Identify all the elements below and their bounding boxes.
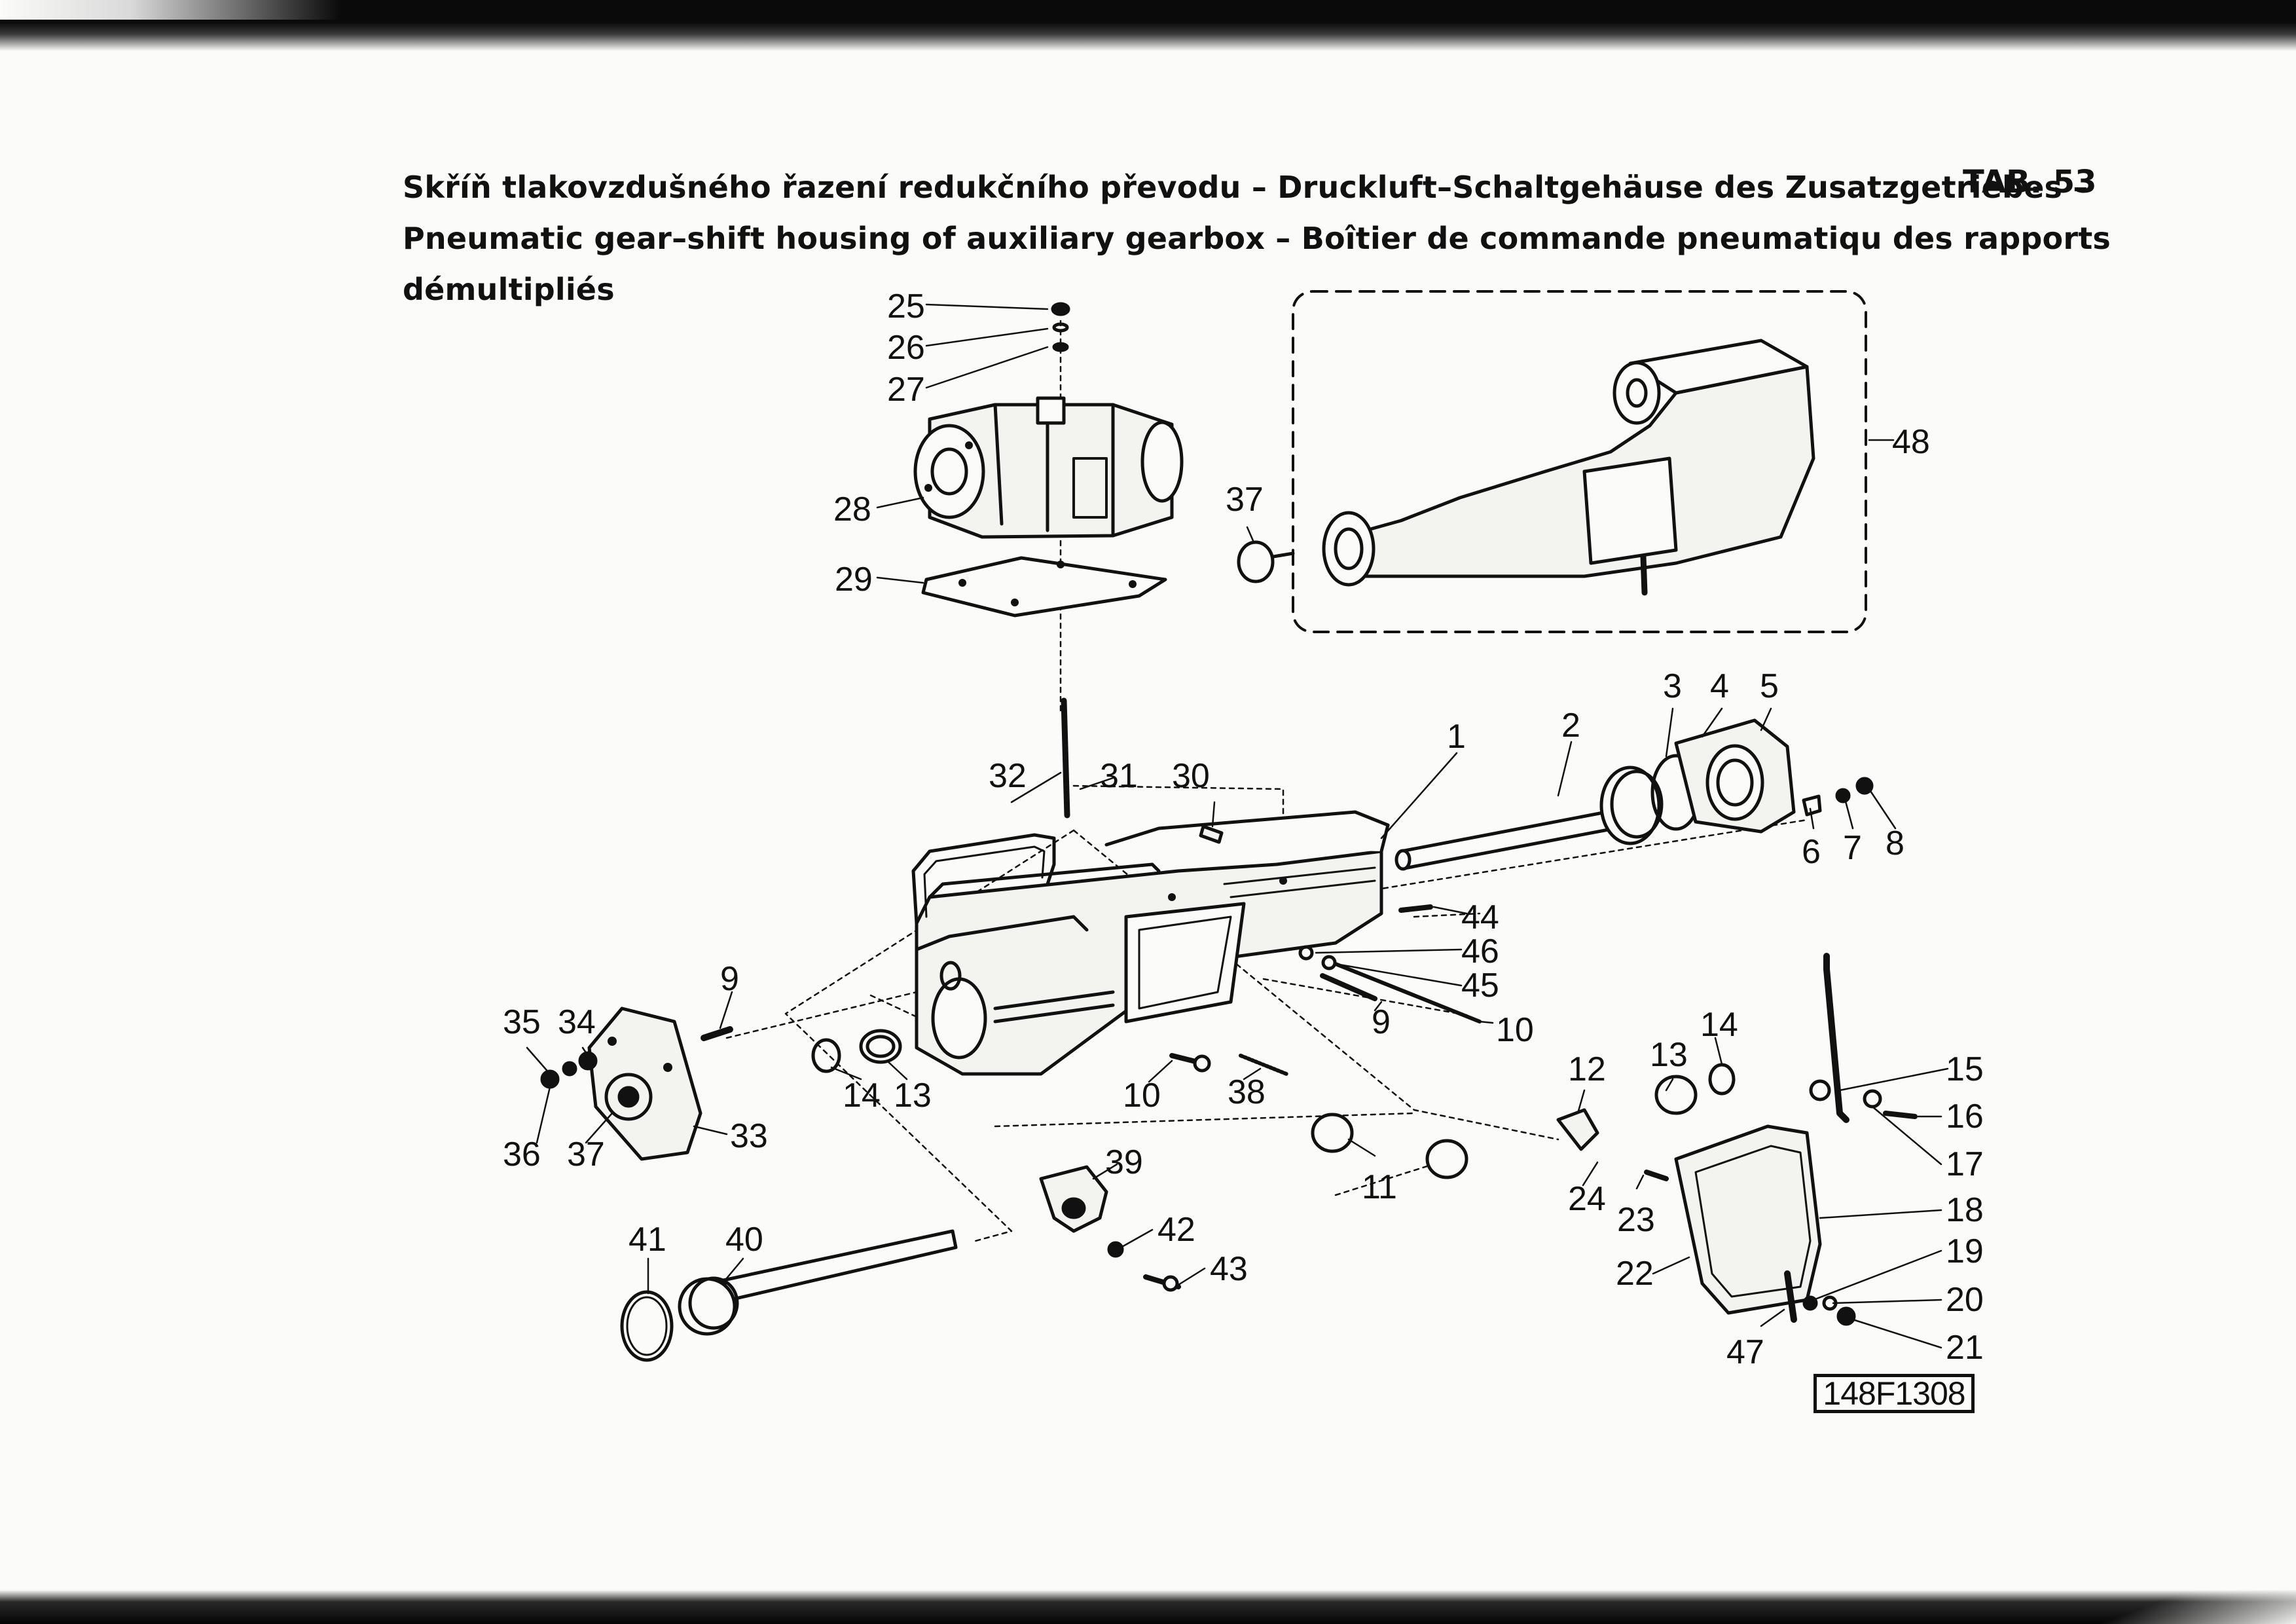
main-housing-part-1 <box>915 810 1390 1076</box>
drawing-number: 148F1308 <box>1813 1374 1975 1413</box>
callout-3: 3 <box>1663 667 1682 705</box>
assembled-housing-inset <box>1237 290 1867 633</box>
washers-parts-45-46 <box>1298 945 1482 1024</box>
callout-24: 24 <box>1568 1180 1606 1218</box>
pneumatic-cylinder-part-28 <box>913 396 1184 539</box>
cover-part-4-5 <box>1674 718 1796 834</box>
shift-fork-part-39 <box>1039 1165 1108 1233</box>
callout-30: 30 <box>1172 757 1210 795</box>
callout-21: 21 <box>1946 1329 1984 1367</box>
callout-15: 15 <box>1946 1050 1984 1088</box>
callout-41: 41 <box>629 1221 666 1259</box>
washers-parts-25-27 <box>1051 302 1070 352</box>
callout-12: 12 <box>1568 1050 1606 1088</box>
callout-13-left: 13 <box>894 1077 932 1115</box>
pin-part-9-left <box>701 1026 733 1041</box>
shift-fork-part-12 <box>1556 1108 1599 1151</box>
callout-14-left: 14 <box>843 1077 881 1115</box>
callout-14-right: 14 <box>1700 1006 1738 1044</box>
callout-31: 31 <box>1100 757 1138 795</box>
callout-32: 32 <box>989 757 1027 795</box>
callout-28: 28 <box>833 490 871 528</box>
leader-lines <box>526 303 1949 1349</box>
callout-2: 2 <box>1561 707 1580 745</box>
callout-46: 46 <box>1461 932 1499 970</box>
callout-19: 19 <box>1946 1232 1984 1270</box>
pin-part-9-right <box>1320 973 1377 1001</box>
callout-6: 6 <box>1802 833 1821 871</box>
callout-1: 1 <box>1447 718 1466 756</box>
callout-35: 35 <box>503 1003 541 1041</box>
callout-39: 39 <box>1105 1143 1143 1181</box>
callout-10-left: 10 <box>1123 1077 1161 1115</box>
nut-washer-parts-6-8 <box>1802 777 1874 817</box>
side-cover-part-18 <box>1674 1124 1822 1315</box>
part-callouts: 25 26 27 28 29 37 48 1 2 3 4 5 6 7 8 32 … <box>503 287 1984 1371</box>
callout-9-right: 9 <box>1372 1003 1391 1041</box>
callout-8: 8 <box>1886 824 1904 862</box>
callout-45: 45 <box>1461 967 1499 1005</box>
pin-part-44 <box>1398 904 1433 913</box>
pin-part-38 <box>1239 1054 1288 1076</box>
bush-part-13-left <box>859 1029 902 1064</box>
callout-37: 37 <box>567 1135 605 1173</box>
callout-43: 43 <box>1210 1250 1248 1288</box>
bracket-part-32 <box>911 833 1056 925</box>
scan-edge-top <box>0 0 2296 51</box>
callout-48: 48 <box>1892 423 1930 461</box>
title-line-english-french: Pneumatic gear–shift housing of auxiliar… <box>403 221 2111 256</box>
callout-10-right: 10 <box>1496 1011 1534 1049</box>
gasket-part-29 <box>921 556 1167 618</box>
callout-23: 23 <box>1617 1201 1655 1239</box>
callout-42: 42 <box>1157 1211 1195 1249</box>
end-cover-part-33 <box>587 1006 702 1161</box>
title-line-french-cont: démultipliés <box>403 272 615 307</box>
callout-18: 18 <box>1946 1191 1984 1229</box>
seal-ring-part-41 <box>620 1290 674 1362</box>
callout-5: 5 <box>1760 667 1779 705</box>
callout-33: 33 <box>730 1117 768 1155</box>
callout-44: 44 <box>1461 898 1499 936</box>
screw-part-47 <box>1784 1270 1797 1323</box>
piston-part-40 <box>678 1229 958 1336</box>
callout-17: 17 <box>1946 1145 1984 1183</box>
ring-part-14-right <box>1708 1063 1736 1096</box>
bush-part-13-right <box>1654 1075 1698 1115</box>
callout-13-right: 13 <box>1650 1036 1688 1074</box>
callout-25: 25 <box>887 287 925 325</box>
callout-4: 4 <box>1710 667 1729 705</box>
scan-edge-bottom <box>0 1590 2296 1624</box>
washers-parts-19-21 <box>1802 1295 1856 1326</box>
bushes-part-11 <box>1311 1113 1468 1179</box>
stud-part-31 <box>1061 697 1070 819</box>
callout-47: 47 <box>1726 1333 1764 1371</box>
callout-26: 26 <box>887 329 925 367</box>
callout-37-inset: 37 <box>1226 481 1264 519</box>
bolt-part-10-lower <box>1169 1053 1211 1073</box>
callout-27: 27 <box>887 371 925 409</box>
page-title: Skříň tlakovzdušného řazení redukčního p… <box>403 162 2111 315</box>
washer-part-42 <box>1107 1241 1124 1258</box>
table-number: TAB. 53 <box>1963 164 2097 200</box>
callout-7: 7 <box>1843 829 1862 867</box>
screw-part-23 <box>1644 1170 1669 1181</box>
callout-9-left: 9 <box>720 960 739 998</box>
title-line-czech-german: Skříň tlakovzdušného řazení redukčního p… <box>403 170 2088 205</box>
callout-40: 40 <box>725 1221 763 1259</box>
screw-part-43 <box>1143 1274 1181 1292</box>
callout-20: 20 <box>1946 1281 1984 1319</box>
callout-16: 16 <box>1946 1098 1984 1135</box>
callout-29: 29 <box>835 561 873 599</box>
callout-34: 34 <box>558 1003 596 1041</box>
ring-part-14-left <box>811 1038 841 1073</box>
callout-22: 22 <box>1616 1255 1654 1293</box>
callout-11: 11 <box>1362 1168 1397 1206</box>
pipe-part-15 <box>1823 953 1850 1123</box>
callout-38: 38 <box>1228 1073 1266 1111</box>
dowel-part-30 <box>1199 824 1224 844</box>
callout-36: 36 <box>503 1135 541 1173</box>
piston-rod-part-2 <box>1394 766 1664 871</box>
nuts-parts-34-36 <box>540 1051 598 1089</box>
